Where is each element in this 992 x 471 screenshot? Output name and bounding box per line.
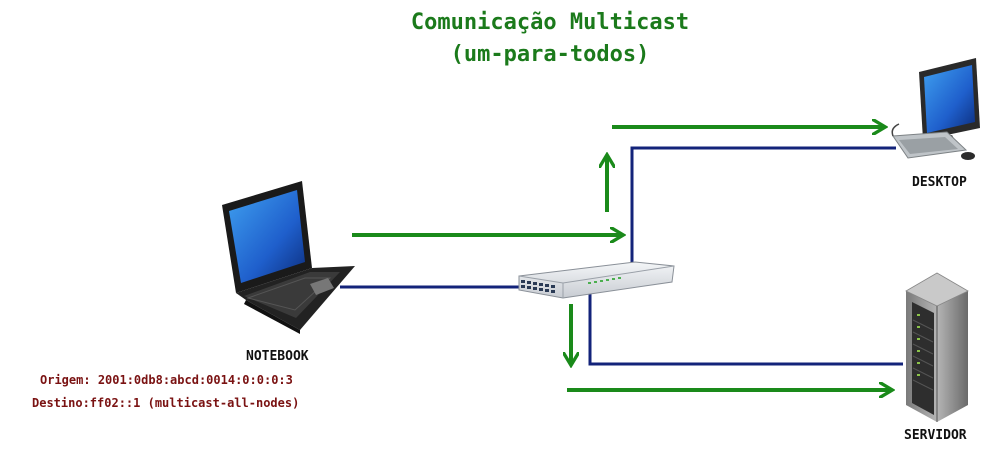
servidor-label: SERVIDOR: [904, 428, 967, 443]
link-switch-desktop: [630, 146, 896, 262]
notebook-icon: [222, 181, 355, 334]
destino-value: ff02::1 (multicast-all-nodes): [89, 396, 300, 410]
notebook-label: NOTEBOOK: [246, 349, 309, 364]
origem-value: 2001:0db8:abcd:0014:0:0:0:3: [97, 373, 293, 387]
destino-line: Destino:ff02::1 (multicast-all-nodes): [32, 396, 299, 410]
switch-icon: [518, 261, 675, 299]
destino-label: Destino:: [32, 396, 90, 410]
servidor-icon: [905, 272, 969, 422]
multicast-arrows: [352, 127, 891, 390]
network-links: [340, 146, 903, 366]
diagram-title-line1: Comunicação Multicast: [410, 10, 690, 35]
link-switch-servidor: [588, 292, 903, 366]
diagram-title-line2: (um-para-todos): [450, 42, 650, 67]
desktop-label: DESKTOP: [912, 175, 967, 190]
origem-line: Origem: 2001:0db8:abcd:0014:0:0:0:3: [40, 373, 293, 387]
desktop-icon: [891, 58, 980, 160]
origem-label: Origem:: [40, 373, 91, 387]
